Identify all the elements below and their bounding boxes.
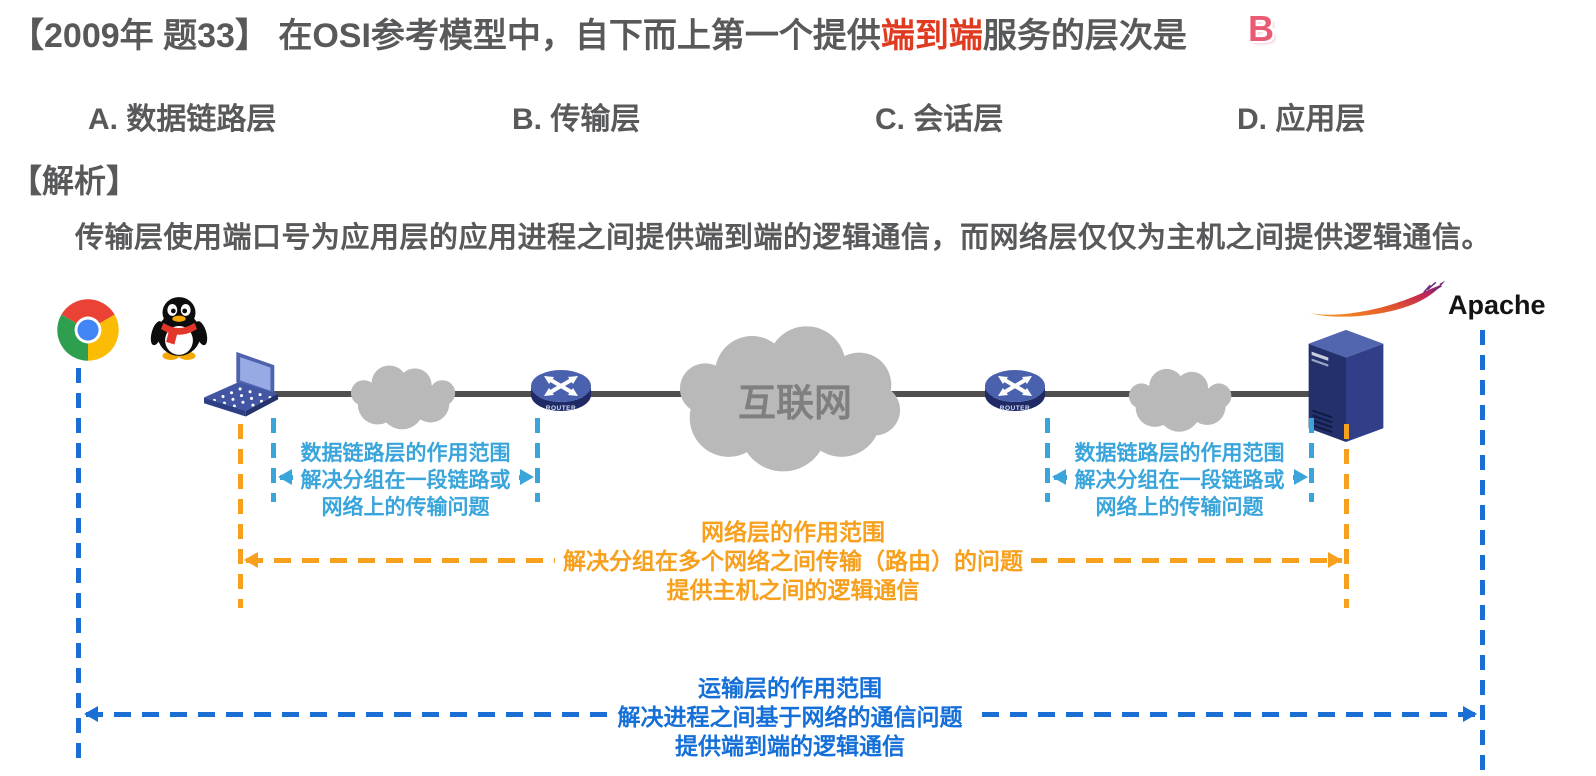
datalink-left-boundary-b-line (535, 418, 540, 502)
network-boundary-right-line (1344, 424, 1349, 608)
question-highlight: 端到端 (880, 17, 983, 55)
arrowhead-icon (1328, 552, 1342, 568)
datalink-right-boundary-b-line (1309, 418, 1314, 502)
transport-annotation: 运输层的作用范围 解决进程之间基于网络的通信问题 提供端到端的逻辑通信 (240, 674, 1340, 761)
internet-label: 互联网 (737, 383, 852, 425)
datalink-right-annotation: 数据链路层的作用范围 解决分组在一段链路或 网络上的传输问题 (1042, 440, 1317, 521)
apache-label: Apache (1448, 290, 1546, 320)
transport-boundary-right-line (1480, 330, 1485, 776)
arrowhead-icon (244, 552, 258, 568)
arrowhead-icon (84, 706, 98, 722)
datalink-right-boundary-a-line (1045, 418, 1050, 502)
apache-feather-icon (1309, 280, 1446, 317)
arrowhead-icon (1052, 469, 1066, 485)
laptop-icon (204, 351, 279, 417)
option-a: A. 数据链路层 (88, 103, 277, 136)
analysis-text: 传输层使用端口号为应用层的应用进程之间提供端到端的逻辑通信，而网络层仅仅为主机之… (75, 222, 1492, 254)
router-label: ROUTER (1000, 405, 1030, 412)
server-icon (1308, 329, 1384, 443)
annotation-line: 提供端到端的逻辑通信 (675, 733, 905, 759)
annotation-line: 解决分组在一段链路或 (1066, 467, 1293, 494)
annotation-line: 解决进程之间基于网络的通信问题 (609, 703, 971, 732)
transport-boundary-left-line (76, 368, 81, 760)
qq-icon (150, 297, 208, 360)
datalink-left-annotation: 数据链路层的作用范围 解决分组在一段链路或 网络上的传输问题 (268, 440, 543, 521)
annotation-line: 数据链路层的作用范围 (300, 442, 511, 465)
lan-cloud-right-icon (1128, 368, 1232, 432)
annotation-line: 解决分组在多个网络之间传输（路由）的问题 (555, 547, 1031, 576)
datalink-left-boundary-a-line (271, 418, 276, 502)
arrowhead-icon (520, 469, 534, 485)
annotation-line: 运输层的作用范围 (698, 675, 882, 701)
chrome-icon (57, 299, 119, 361)
annotation-line: 网络上的传输问题 (1095, 496, 1264, 519)
option-b: B. 传输层 (512, 103, 641, 136)
annotation-line: 解决分组在一段链路或 (292, 467, 519, 494)
analysis-label: 【解析】 (10, 163, 139, 199)
annotation-line: 网络上的传输问题 (321, 496, 490, 519)
network-annotation: 网络层的作用范围 解决分组在多个网络之间传输（路由）的问题 提供主机之间的逻辑通… (343, 518, 1243, 605)
router-right-icon: ROUTER (985, 370, 1045, 412)
annotation-line: 提供主机之间的逻辑通信 (666, 577, 920, 603)
question-prefix: 【2009年 题33】 在OSI参考模型中，自下而上第一个提供 (10, 17, 881, 55)
arrowhead-icon (278, 469, 292, 485)
answer-badge: B (1248, 8, 1274, 49)
annotation-line: 数据链路层的作用范围 (1074, 442, 1285, 465)
option-c: C. 会话层 (875, 103, 1004, 136)
question-title: 【2009年 题33】 在OSI参考模型中，自下而上第一个提供端到端服务的层次是 (10, 8, 1187, 57)
network-boundary-left-line (238, 424, 243, 608)
annotation-line: 网络层的作用范围 (701, 519, 885, 545)
arrowhead-icon (1294, 469, 1308, 485)
lan-cloud-left-icon (350, 365, 456, 430)
arrowhead-icon (1463, 706, 1477, 722)
option-d: D. 应用层 (1237, 103, 1366, 136)
router-label: ROUTER (546, 405, 576, 412)
question-suffix: 服务的层次是 (982, 17, 1187, 55)
router-left-icon: ROUTER (531, 370, 591, 412)
internet-cloud-icon (679, 326, 901, 472)
